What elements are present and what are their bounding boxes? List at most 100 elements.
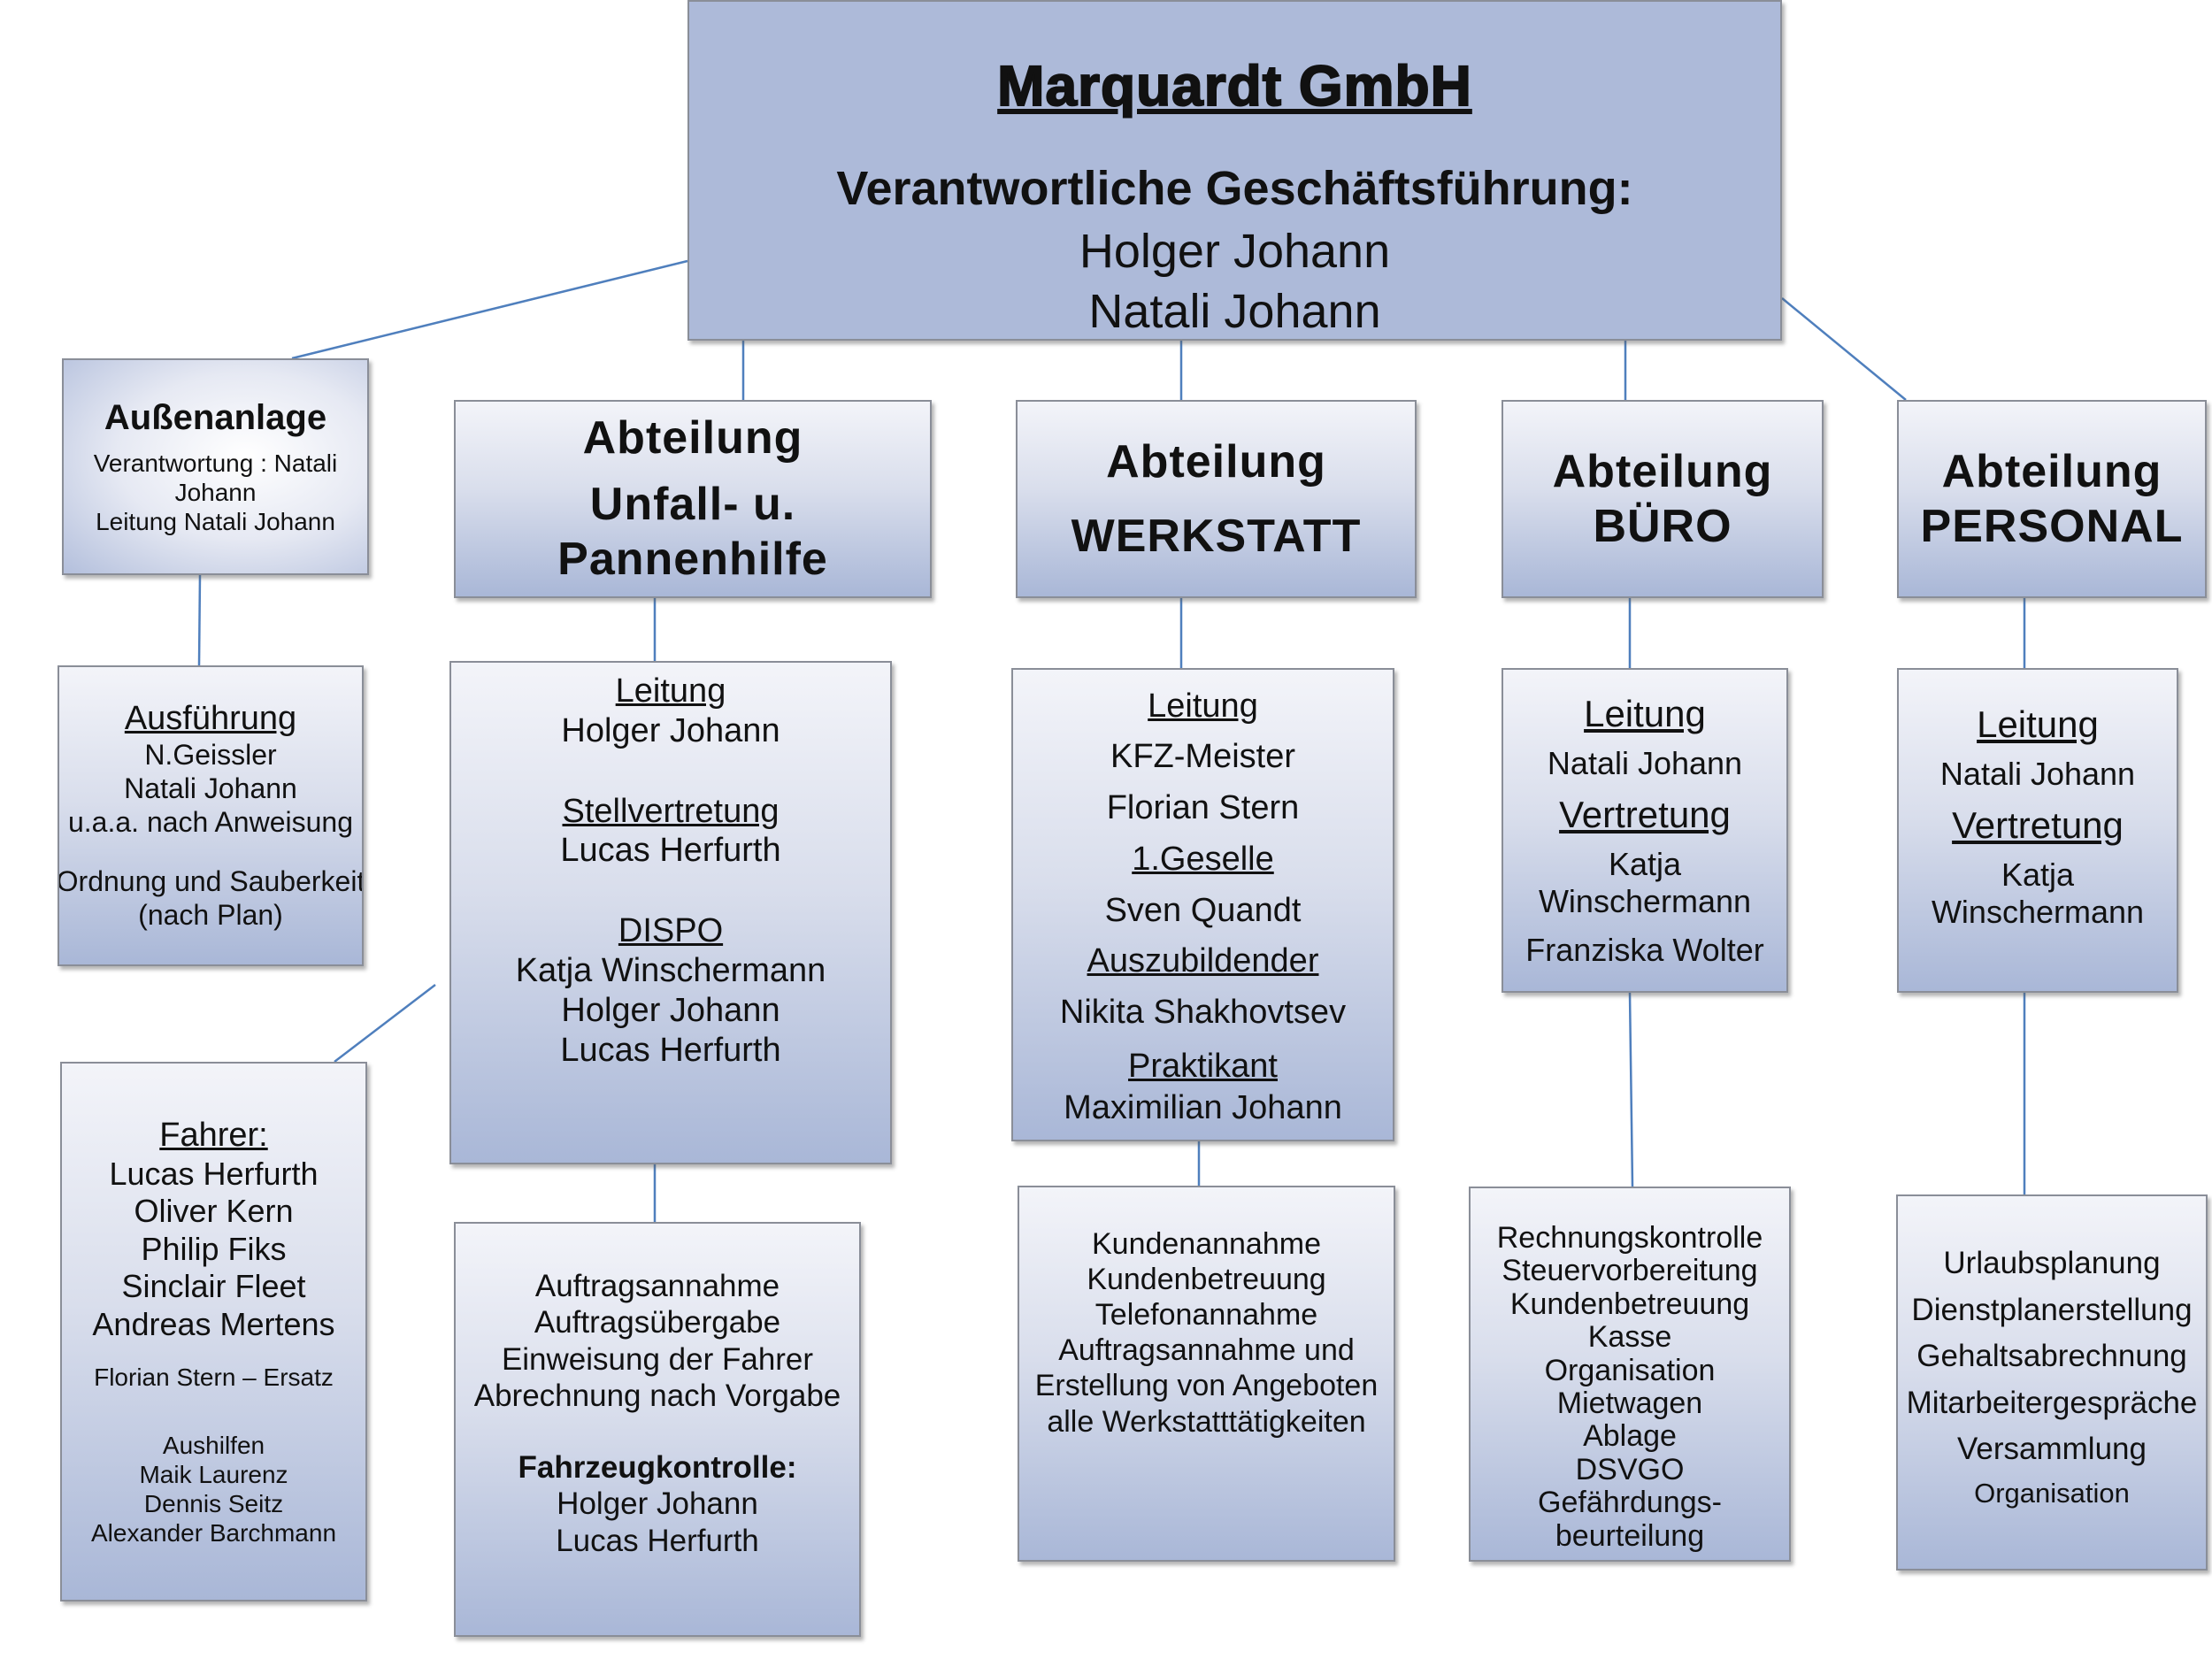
ausfuehrung-line-2: Natali Johann: [124, 772, 297, 804]
unfall-task: Auftragsübergabe: [534, 1305, 781, 1340]
buero-header-box: Abteilung BÜRO: [1502, 400, 1824, 598]
aussenanlage-line-2: Johann: [174, 478, 257, 506]
aussenanlage-line-1: Verantwortung : Natali: [93, 449, 338, 477]
werkstatt-geselle: Sven Quandt: [1104, 891, 1302, 929]
unfall-dispo-label: DISPO: [618, 912, 724, 950]
unfall-title-2: Unfall- u.: [589, 478, 796, 530]
personal-vertretung: Winschermann: [1931, 894, 2145, 931]
buero-task: Ablage: [1583, 1419, 1677, 1454]
aushilfen-heading: Aushilfen: [162, 1432, 265, 1460]
buero-vertretung: Katja: [1608, 845, 1682, 882]
buero-vertretung: Winschermann: [1538, 883, 1752, 920]
personal-title-1: Abteilung: [1941, 445, 2162, 497]
fahrer-name: Philip Fiks: [141, 1230, 287, 1267]
werkstatt-title-1: Abteilung: [1106, 435, 1326, 488]
personal-vertretung: Katja: [2001, 856, 2075, 893]
werkstatt-task: alle Werkstatttätigkeiten: [1047, 1404, 1366, 1439]
fahrer-name: Oliver Kern: [134, 1193, 294, 1230]
manager-name-1: Holger Johann: [1079, 225, 1391, 279]
personal-task: Gehaltsabrechnung: [1916, 1339, 2187, 1373]
aushilfe-name: Alexander Barchmann: [90, 1519, 337, 1548]
fahrer-name: Andreas Mertens: [92, 1305, 335, 1342]
aussenanlage-title: Außenanlage: [104, 398, 327, 438]
werkstatt-geselle-label: 1.Geselle: [1132, 840, 1274, 878]
unfall-dispo-name: Katja Winschermann: [515, 952, 826, 990]
personal-task: Mitarbeitergespräche: [1906, 1385, 2198, 1420]
management-role: Verantwortliche Geschäftsführung:: [836, 161, 1633, 215]
werkstatt-task: Erstellung von Angeboten: [1034, 1369, 1379, 1403]
unfall-stellv-label: Stellvertretung: [562, 792, 780, 830]
unfall-title-1: Abteilung: [582, 412, 803, 465]
werkstatt-staff-box: Leitung KFZ-Meister Florian Stern 1.Gese…: [1011, 668, 1394, 1141]
werkstatt-tasks-box: Kundenannahme Kundenbetreuung Telefonann…: [1018, 1186, 1395, 1562]
werkstatt-praktikant: Maximilian Johann: [1064, 1088, 1342, 1126]
buero-extra: Franziska Wolter: [1525, 931, 1764, 968]
ausfuehrung-heading: Ausführung: [124, 700, 297, 738]
manager-name-2: Natali Johann: [1088, 284, 1381, 338]
buero-task: Kundenbetreuung: [1509, 1286, 1750, 1321]
personal-leitung: Natali Johann: [1939, 755, 2136, 792]
aushilfe-name: Dennis Seitz: [143, 1490, 284, 1518]
buero-title-2: BÜRO: [1593, 501, 1732, 552]
unfall-task: Einweisung der Fahrer: [501, 1341, 814, 1377]
company-name: Marquardt GmbH: [996, 53, 1472, 119]
unfall-stellv: Lucas Herfurth: [560, 832, 781, 870]
fahrzeugkontrolle-label: Fahrzeugkontrolle:: [518, 1450, 797, 1486]
personal-tasks-box: Urlaubsplanung Dienstplanerstellung Geha…: [1896, 1194, 2208, 1571]
unfall-dispo-name: Lucas Herfurth: [560, 1031, 781, 1069]
werkstatt-leitung-label: Leitung: [1148, 687, 1258, 725]
ordnung-line-2: (nach Plan): [138, 899, 283, 932]
buero-task: beurteilung: [1555, 1518, 1705, 1553]
unfall-leitung-label: Leitung: [615, 672, 726, 710]
werkstatt-praktikant-label: Praktikant: [1128, 1047, 1278, 1085]
buero-task: DSVGO: [1575, 1452, 1685, 1486]
personal-header-box: Abteilung PERSONAL: [1897, 400, 2207, 598]
connector-buero-tasks: [1628, 992, 1634, 1187]
buero-task: Rechnungskontrolle: [1496, 1221, 1763, 1256]
werkstatt-azubi-label: Auszubildender: [1087, 942, 1319, 980]
buero-leitung-label: Leitung: [1584, 693, 1706, 735]
connector-unfall-fahrer: [334, 984, 436, 1063]
werkstatt-task: Kundenbetreuung: [1087, 1263, 1326, 1297]
werkstatt-leitung: Florian Stern: [1106, 789, 1300, 826]
connector-top-aussenanlage: [291, 259, 688, 360]
top-management-box: Marquardt GmbH Verantwortliche Geschäfts…: [687, 0, 1782, 341]
fahrer-box: Fahrer: Lucas Herfurth Oliver Kern Phili…: [60, 1062, 367, 1601]
ausfuehrung-line-1: N.Geissler: [144, 739, 277, 772]
personal-title-2: PERSONAL: [1920, 501, 2184, 552]
buero-task: Kasse: [1587, 1320, 1672, 1355]
buero-leitung: Natali Johann: [1547, 744, 1743, 781]
buero-task: Mietwagen: [1556, 1386, 1703, 1420]
fahrer-name: Lucas Herfurth: [109, 1155, 319, 1192]
buero-task: Organisation: [1544, 1353, 1716, 1387]
ausfuehrung-line-3: u.a.a. nach Anweisung: [67, 805, 353, 838]
personal-task: Organisation: [1974, 1477, 2130, 1509]
buero-task: Gefährdungs-: [1538, 1486, 1722, 1520]
fahrer-name: Sinclair Fleet: [121, 1268, 306, 1305]
personal-vertretung-label: Vertretung: [1952, 804, 2124, 847]
fahrer-heading: Fahrer:: [159, 1116, 268, 1154]
personal-task: Versammlung: [1957, 1432, 2147, 1466]
unfall-title-3: Pannenhilfe: [557, 534, 828, 586]
personal-leitung-label: Leitung: [1977, 703, 2099, 746]
unfall-dispo-name: Holger Johann: [561, 991, 780, 1029]
werkstatt-task: Auftragsannahme und: [1058, 1333, 1355, 1368]
aussenanlage-line-3: Leitung Natali Johann: [96, 507, 335, 535]
buero-title-1: Abteilung: [1552, 445, 1773, 497]
unfall-header-box: Abteilung Unfall- u. Pannenhilfe: [454, 400, 932, 598]
connector-top-personal: [1781, 297, 1907, 401]
werkstatt-task: Telefonannahme: [1094, 1298, 1318, 1333]
werkstatt-task: Kundenannahme: [1091, 1227, 1321, 1261]
unfall-leitung: Holger Johann: [561, 711, 780, 749]
unfall-task: Auftragsannahme: [534, 1269, 780, 1303]
buero-staff-box: Leitung Natali Johann Vertretung Katja W…: [1502, 668, 1788, 993]
buero-task: Steuervorbereitung: [1502, 1254, 1758, 1288]
werkstatt-leitung: KFZ-Meister: [1110, 738, 1295, 776]
fahrzeugkontrolle-name: Holger Johann: [557, 1486, 758, 1522]
connector-aussen-details: [197, 574, 202, 666]
aussenanlage-details-box: Ausführung N.Geissler Natali Johann u.a.…: [58, 665, 364, 966]
fahrzeugkontrolle-name: Lucas Herfurth: [556, 1523, 759, 1558]
fahrer-ersatz: Florian Stern – Ersatz: [94, 1363, 334, 1391]
personal-task: Dienstplanerstellung: [1911, 1292, 2193, 1327]
